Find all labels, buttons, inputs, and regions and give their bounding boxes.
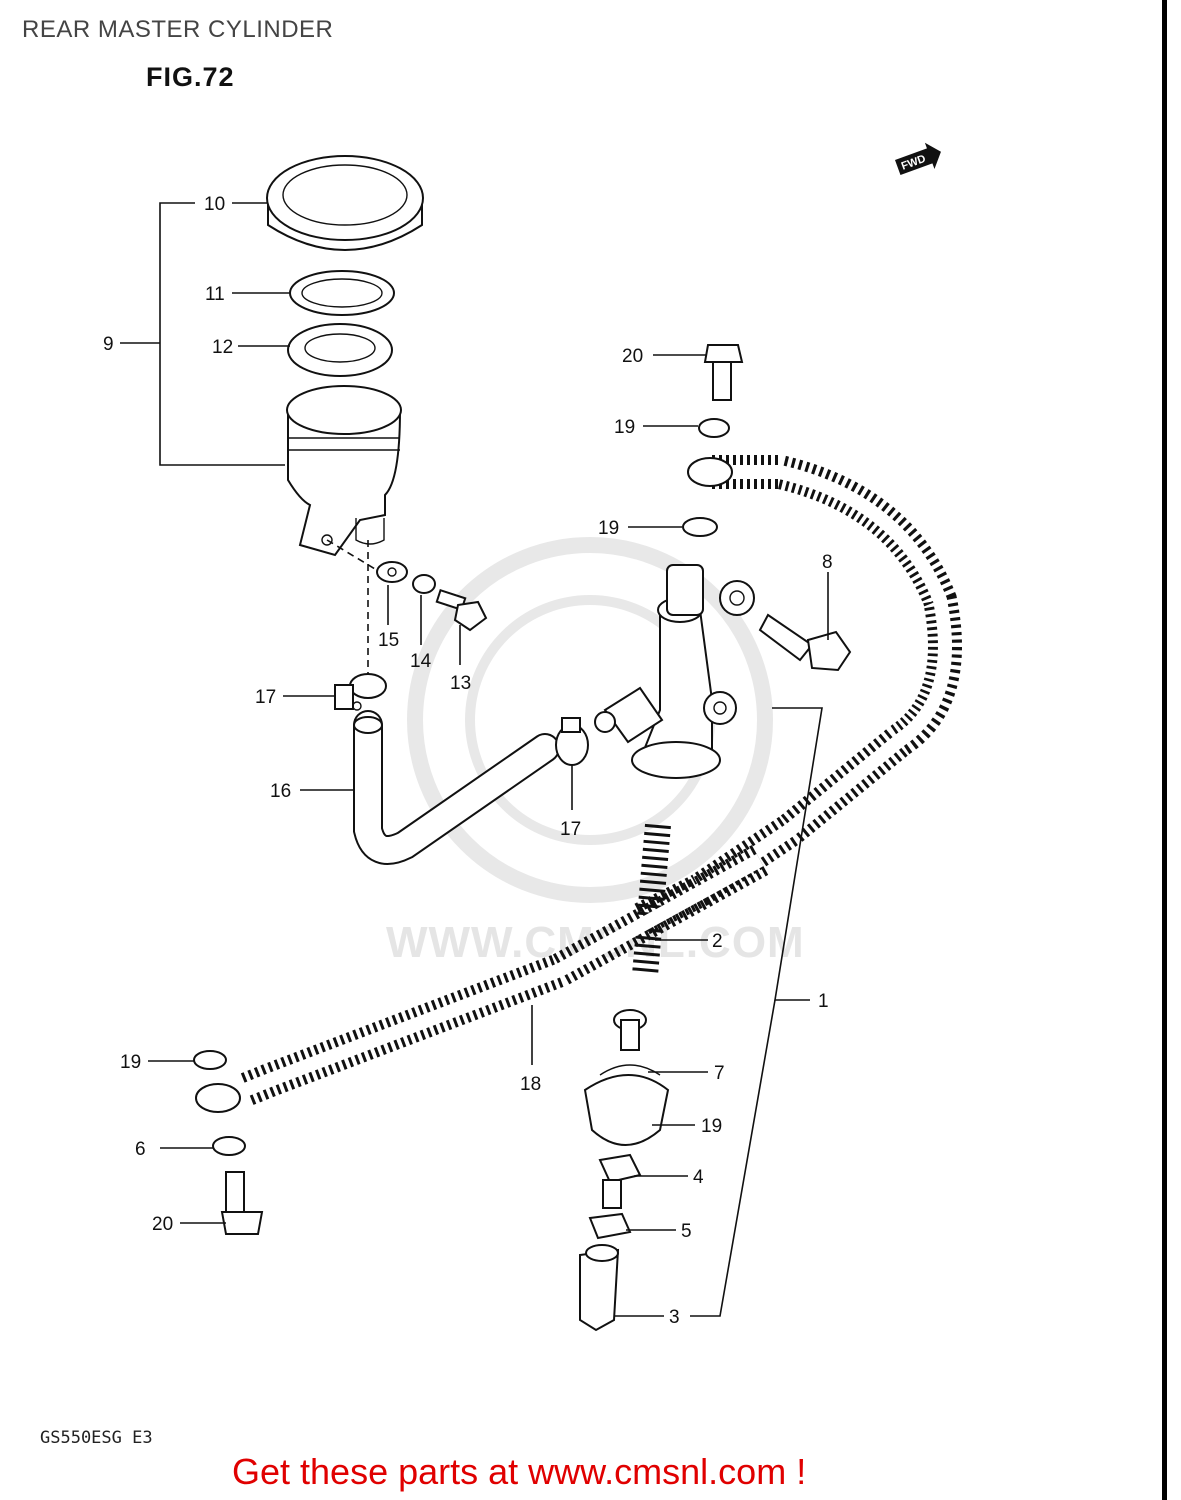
callout-10: 10 [204,194,225,215]
callout-2: 2 [712,931,723,952]
model-code: GS550ESG E3 [40,1428,153,1448]
callout-16: 16 [270,781,291,802]
callout-3: 3 [669,1307,680,1328]
callout-1: 1 [818,991,829,1012]
bolt-13 [435,589,488,632]
washer-15 [376,561,408,583]
washer-19-lower-b [212,1136,246,1156]
hose-clamp-right [555,717,589,766]
callout-6: 19 [701,1116,722,1137]
reservoir-cap [266,155,424,251]
page-title: REAR MASTER CYLINDER [22,16,334,43]
callout-18: 18 [520,1074,541,1095]
footer-cta-link[interactable]: Get these parts at www.cmsnl.com ! [232,1451,807,1492]
reservoir-seal-ring [289,270,395,316]
callout-7: 7 [714,1063,725,1084]
callout-19-lower-b: 6 [135,1139,146,1160]
washer-19-top [698,418,730,438]
callout-leaders [120,202,829,1317]
callout-9: 9 [103,334,114,355]
hose-clamp-left [334,673,387,711]
callout-19-lower-a: 19 [120,1052,141,1073]
bracket-9 [159,202,285,466]
callout-13: 13 [450,673,471,694]
reservoir-tank [286,385,402,557]
reservoir-diaphragm [287,323,393,377]
return-spring [632,823,671,977]
union-bolt-bottom [220,1171,264,1235]
union-bolt-top [703,344,744,401]
callout-17-left: 17 [255,687,276,708]
callout-19-mid: 19 [598,518,619,539]
callout-17-right: 17 [560,819,581,840]
callout-20-bottom: 20 [152,1214,173,1235]
washer-19-mid [682,517,718,537]
lock-washer-14 [412,574,436,594]
figure-label: FIG.72 [146,62,235,92]
callout-4: 4 [693,1167,704,1188]
callout-15: 15 [378,630,399,651]
pushrod-assembly [579,1009,670,1332]
master-cylinder-body [594,564,755,779]
washer-19-lower-a [193,1050,227,1070]
callout-numbers: 10 11 9 12 20 19 19 8 15 14 13 17 16 17 … [103,194,833,1328]
page-border [1162,0,1167,1500]
callout-14: 14 [410,651,432,672]
fwd-arrow-icon: FWD [895,142,941,176]
callout-5: 5 [681,1221,692,1242]
callout-8: 8 [822,552,833,573]
callout-19-top: 19 [614,417,635,438]
mounting-bolt-8 [758,613,852,672]
callout-12: 12 [212,337,233,358]
callout-11: 11 [205,284,225,305]
callout-20-top: 20 [622,346,643,367]
